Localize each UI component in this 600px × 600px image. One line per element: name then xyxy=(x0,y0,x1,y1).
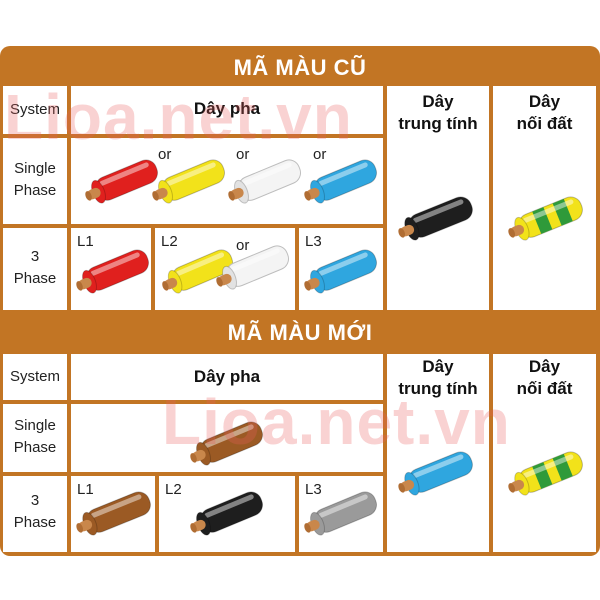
red-wire xyxy=(85,159,158,204)
green-yellow-earth-wire xyxy=(508,196,583,241)
black-wire xyxy=(398,196,473,241)
yellow-wire xyxy=(152,159,225,204)
yellow-wire xyxy=(162,249,234,294)
new-three-phase-label-cell: 3 Phase xyxy=(3,476,67,552)
black-wire xyxy=(190,491,263,536)
watermark: Lioa.net.vn xyxy=(162,386,511,458)
or-label: or xyxy=(158,146,172,163)
brown-wire xyxy=(190,421,263,466)
neutral-header-line2: trung tính xyxy=(398,379,478,398)
neutral-header-line1: Dây xyxy=(422,357,454,376)
or-label: or xyxy=(313,146,327,163)
or-label: or xyxy=(236,146,250,163)
single-label-line1: Single xyxy=(14,417,56,434)
old-single-phase-label-cell: Single Phase xyxy=(3,138,67,224)
old-neutral-cell: Dây trung tính xyxy=(387,86,489,310)
grey-wire xyxy=(304,491,377,536)
red-wire xyxy=(76,249,149,294)
white-wire xyxy=(216,245,289,290)
system-label: System xyxy=(9,368,60,385)
old-system-cell: System xyxy=(3,86,67,134)
single-label-line2: Phase xyxy=(13,182,57,199)
single-label-line1: Single xyxy=(14,160,56,177)
new-single-phase-label-cell: Single Phase xyxy=(3,404,67,472)
new-system-cell: System xyxy=(3,354,67,400)
old-code-title: MÃ MÀU CŨ xyxy=(233,55,367,80)
three-label-line1: 3 xyxy=(30,248,40,265)
l1-label: L1 xyxy=(77,233,94,250)
phase-header: Dây pha xyxy=(193,367,261,386)
neutral-header-line2: trung tính xyxy=(398,114,478,133)
three-label-line1: 3 xyxy=(30,492,40,509)
brown-wire xyxy=(76,491,151,536)
earth-header-line1: Dây xyxy=(528,357,561,376)
watermark: Lioa.net.vn xyxy=(4,81,353,153)
old-earth-cell: Dây nối đất xyxy=(493,86,596,310)
or-label: or xyxy=(236,237,250,254)
earth-header-line1: Dây xyxy=(528,92,561,111)
l2-label: L2 xyxy=(165,481,182,498)
l3-label: L3 xyxy=(305,233,322,250)
phase-header: Dây pha xyxy=(193,99,261,118)
blue-wire xyxy=(304,159,377,204)
blue-wire xyxy=(398,451,473,496)
old-phase-header-cell: Dây pha xyxy=(71,86,383,134)
three-label-line2: Phase xyxy=(13,514,57,531)
three-label-line2: Phase xyxy=(13,270,57,287)
earth-header-line2: nối đất xyxy=(516,114,573,133)
l3-label: L3 xyxy=(305,481,322,498)
new-code-title: MÃ MÀU MỚI xyxy=(227,320,373,345)
neutral-header-line1: Dây xyxy=(422,92,454,111)
blue-wire xyxy=(304,249,377,294)
new-earth-cell: Dây nối đất xyxy=(493,354,596,552)
green-yellow-earth-wire xyxy=(508,451,583,496)
new-neutral-cell: Dây trung tính xyxy=(387,354,489,552)
l1-label: L1 xyxy=(77,481,94,498)
new-phase-header-cell: Dây pha xyxy=(71,354,383,400)
system-label: System xyxy=(9,101,60,118)
l2-label: L2 xyxy=(161,233,178,250)
single-label-line2: Phase xyxy=(13,439,57,456)
earth-header-line2: nối đất xyxy=(516,379,573,398)
old-three-phase-label-cell: 3 Phase xyxy=(3,228,67,310)
white-wire xyxy=(228,159,301,204)
